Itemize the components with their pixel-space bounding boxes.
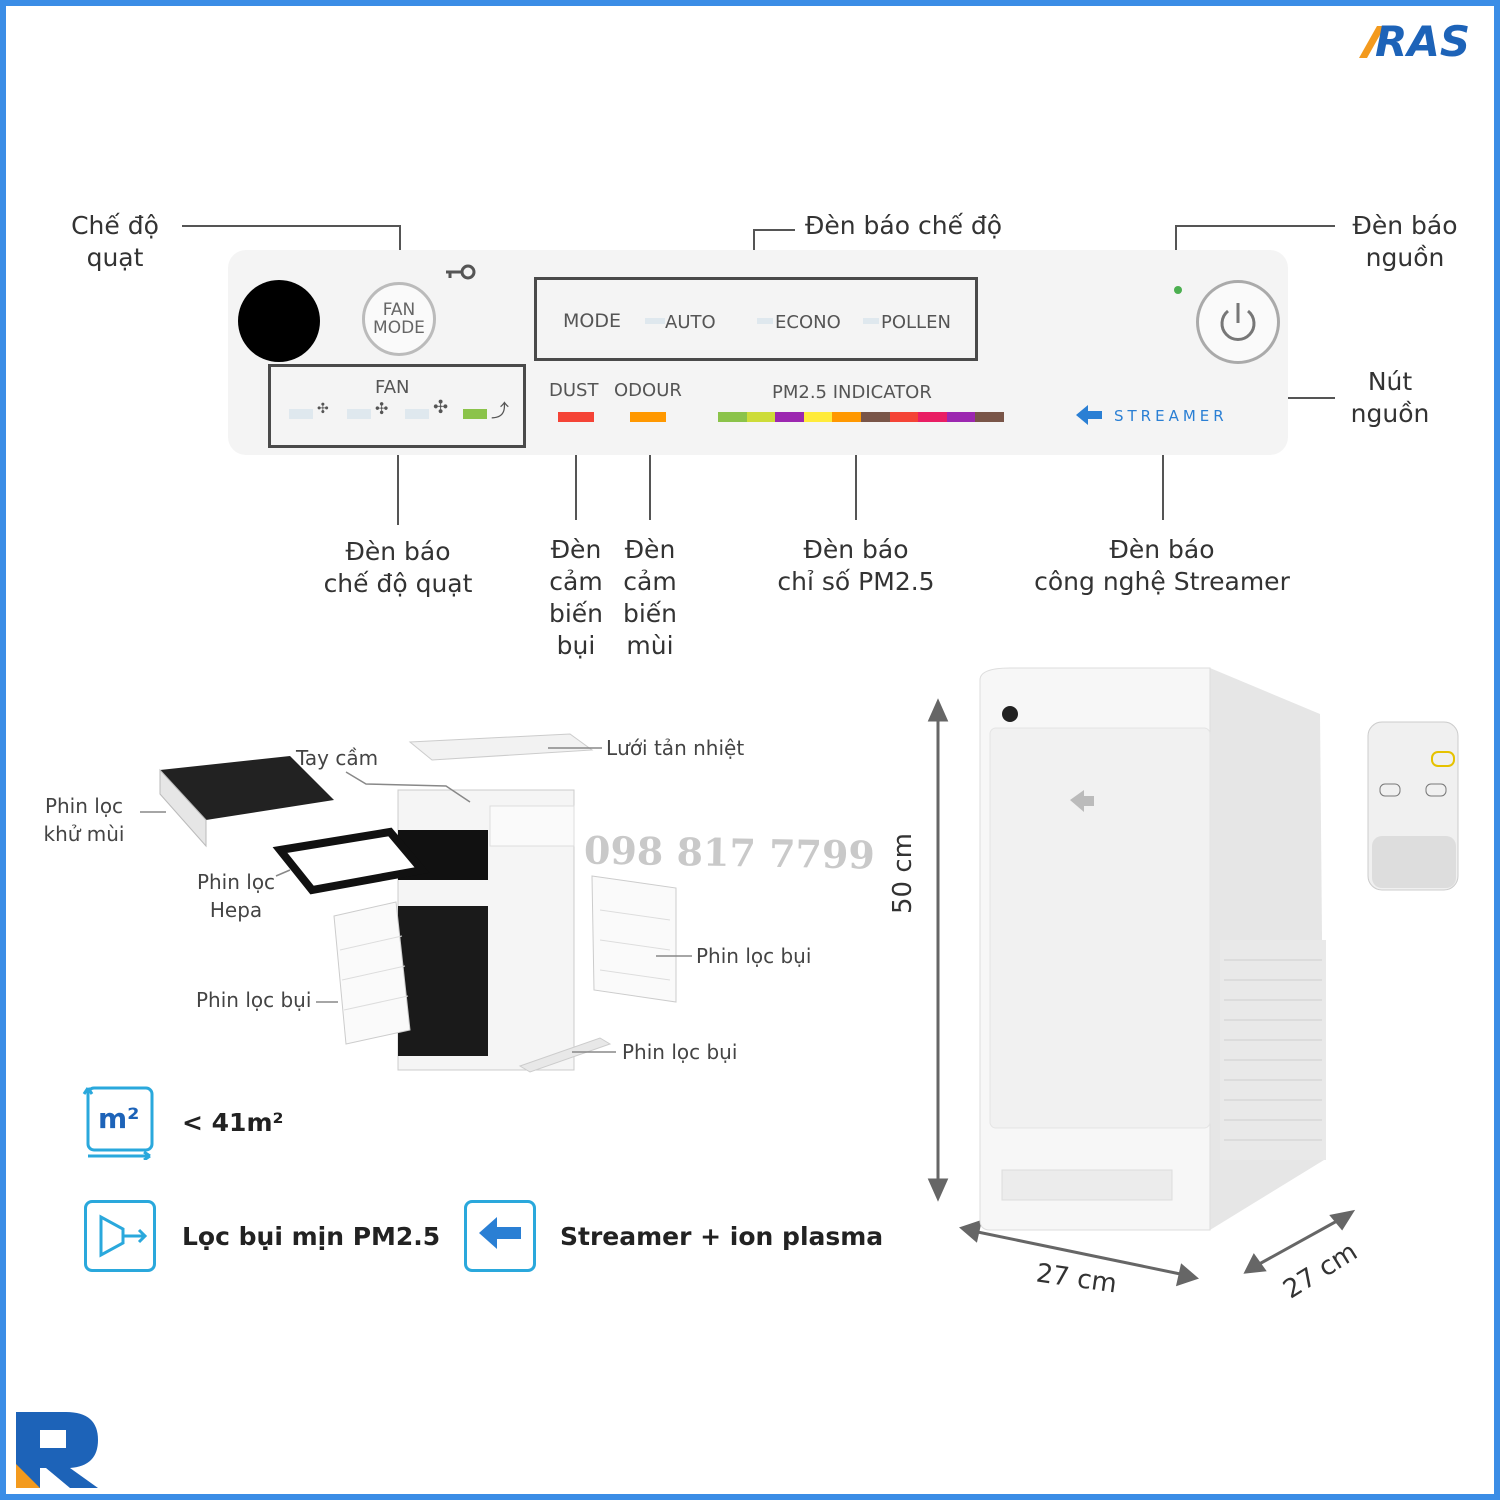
pm-segment (803, 412, 833, 422)
streamer-icon (1076, 405, 1102, 425)
fan-speed-1-icon: ✣ (317, 401, 329, 417)
fan-led-turbo (463, 409, 487, 419)
key-lock-icon (446, 264, 476, 280)
sensor-window (238, 280, 320, 362)
dust-led (558, 412, 594, 422)
mode-label: MODE (563, 310, 621, 332)
pm-label: PM2.5 INDICATOR (772, 382, 932, 403)
fan-indicator-box: FAN ✣ ✣ ✣ ⤴ (268, 364, 526, 448)
feature-area: < 41m² (182, 1108, 284, 1137)
pm-segment (718, 412, 747, 422)
pm-segment (832, 412, 861, 422)
area-icon-text: m² (98, 1102, 140, 1135)
pm-segment (861, 412, 890, 422)
callout-mode-indicator: Đèn báo chế độ (805, 211, 1003, 240)
mode-pollen: POLLEN (881, 312, 951, 333)
mode-auto: AUTO (665, 312, 716, 333)
r-logo (16, 1412, 98, 1488)
pm-segment (775, 412, 804, 422)
fan-speed-2-icon: ✣ (375, 399, 389, 418)
feature-streamer: Streamer + ion plasma (560, 1222, 884, 1251)
fan-led-3 (405, 409, 429, 419)
turbo-icon: ⤴ (491, 401, 509, 422)
phone-watermark: 098 817 7799 (583, 827, 876, 878)
part-heat-mesh: Lưới tản nhiệt (606, 736, 745, 760)
streamer-feature-icon (464, 1200, 536, 1272)
pm-segment (746, 412, 776, 422)
filter-icon (84, 1200, 156, 1272)
exploded-view (140, 733, 692, 1073)
auto-led (645, 318, 665, 324)
ras-logo: RAS (1359, 17, 1470, 64)
dimension-height: 50 cm (888, 833, 918, 914)
power-led (1174, 286, 1182, 294)
odour-led (630, 412, 666, 422)
pm-segment (975, 412, 1004, 422)
pm-indicator-bar (718, 412, 1004, 422)
part-dust-filter-bottom: Phin lọc bụi (622, 1040, 738, 1064)
feature-pm25: Lọc bụi mịn PM2.5 (182, 1222, 441, 1251)
pm-segment (946, 412, 976, 422)
product-dimensions (927, 667, 1459, 1287)
fan-led-2 (347, 409, 371, 419)
fan-speed-3-icon: ✣ (433, 397, 449, 418)
part-dust-filter-right: Phin lọc bụi (696, 944, 812, 968)
power-button[interactable] (1196, 280, 1280, 364)
fan-led-1 (289, 409, 313, 419)
power-icon (1220, 303, 1256, 341)
odour-label: ODOUR (614, 380, 682, 401)
pollen-led (863, 318, 879, 324)
streamer-label: STREAMER (1114, 407, 1228, 425)
svg-text:RAS: RAS (1375, 17, 1470, 64)
dust-label: DUST (549, 380, 599, 401)
area-icon: m² (82, 1084, 154, 1162)
pm-segment (918, 412, 947, 422)
mode-econo: ECONO (775, 312, 841, 333)
mode-indicator-box: MODE AUTO ECONO POLLEN (534, 277, 978, 361)
part-dust-filter-left: Phin lọc bụi (196, 988, 312, 1012)
fan-label: FAN (375, 377, 410, 398)
pm-segment (889, 412, 919, 422)
part-handle: Tay cầm (296, 746, 379, 770)
econo-led (757, 318, 773, 324)
